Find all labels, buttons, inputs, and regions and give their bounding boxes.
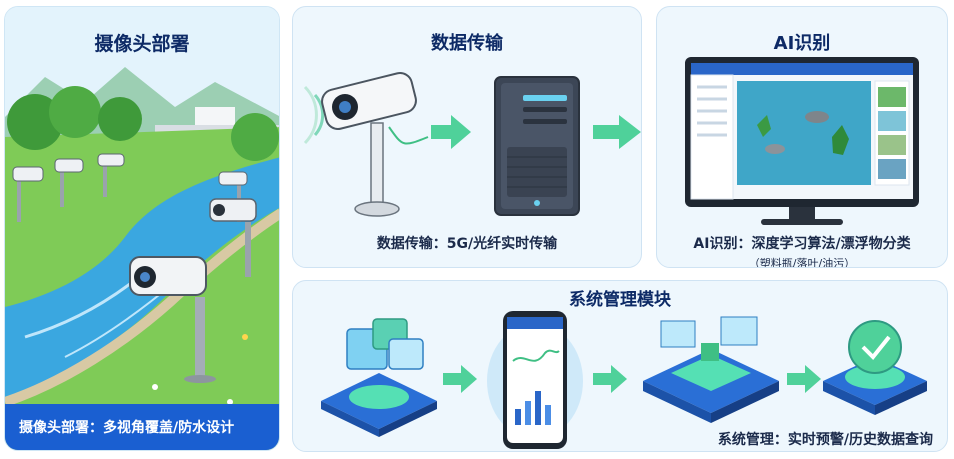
river-scene-illustration [5,7,279,450]
phone-icon [487,311,583,449]
chat-screen-icon [321,318,437,437]
panel-caption: 系统管理：实时预警/历史数据查询 [717,432,933,448]
monitor-icon [685,57,919,225]
panel-title: AI识别 [773,33,831,54]
server-icon [494,76,580,216]
data-platform-icon [643,316,779,423]
arrow-right-icon [593,115,641,149]
panel-title: 数据传输 [431,33,503,54]
panel-caption: 摄像头部署：多视角覆盖/防水设计 [5,404,279,450]
camera-icon [129,256,216,383]
arrow-right-icon [593,365,627,393]
system-management-panel: 系统管理模块 [292,280,948,452]
panel-title: 系统管理模块 [569,290,671,310]
panel-title: 摄像头部署 [94,33,190,55]
system-illustration [321,311,927,449]
camera-icon [54,158,84,207]
camera-deployment-panel: 摄像头部署 摄像头部署：多视角覆盖/防水设计 [4,6,280,451]
camera-icon [12,166,44,222]
ai-recognition-panel: AI识别 AI识别：深度学习算法/漂浮物分类 （塑料瓶/落叶/油污 [656,6,948,268]
panel-caption: AI识别：深度学习算法/漂浮物分类 [693,236,911,252]
shield-check-icon [823,320,927,415]
data-transmission-panel: 数据传输 [292,6,642,268]
camera-icon [321,72,417,217]
transmission-illustration [303,72,641,217]
arrow-right-icon [787,365,821,393]
panel-caption: 数据传输：5G/光纤实时传输 [376,236,558,252]
camera-icon [209,198,257,277]
arrow-right-icon [443,365,477,393]
camera-icon [97,153,125,197]
monitor-illustration [685,57,919,225]
panel-subcaption: （塑料瓶/落叶/油污） [748,257,856,268]
arrow-right-icon [431,115,471,149]
